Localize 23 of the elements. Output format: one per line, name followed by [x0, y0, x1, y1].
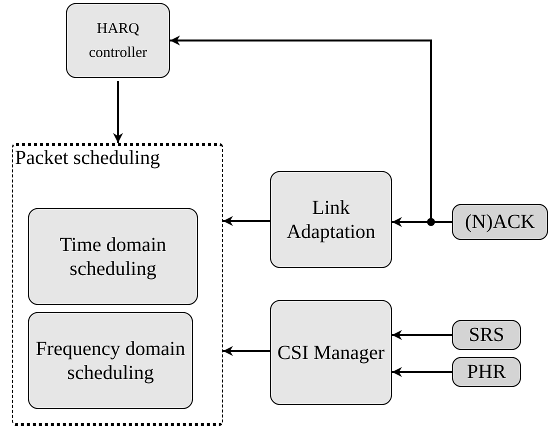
node-label: PHR: [467, 360, 506, 384]
node-label: HARQ controller: [88, 20, 148, 62]
arrow: [223, 346, 270, 356]
node-label: Time domain scheduling: [58, 232, 168, 280]
group-container: [12, 143, 223, 426]
node-label: SRS: [468, 323, 504, 347]
input-box: [452, 357, 521, 387]
arrow: [223, 216, 270, 226]
process-box: [270, 171, 392, 268]
node-label: (N)ACK: [465, 210, 535, 234]
process-box: [270, 300, 392, 405]
arrow: [392, 367, 452, 377]
input-box: [452, 204, 548, 240]
process-box: [28, 208, 198, 305]
input-box: [452, 320, 521, 350]
node-label: CSI Manager: [277, 340, 385, 364]
node-label: Frequency domain scheduling: [34, 336, 186, 384]
group-heading: Packet scheduling: [15, 146, 160, 170]
process-box: [66, 3, 170, 78]
arrow: [113, 81, 123, 143]
arrow: [392, 330, 452, 340]
node-label: Link Adaptation: [286, 196, 376, 244]
process-box: [28, 312, 193, 409]
